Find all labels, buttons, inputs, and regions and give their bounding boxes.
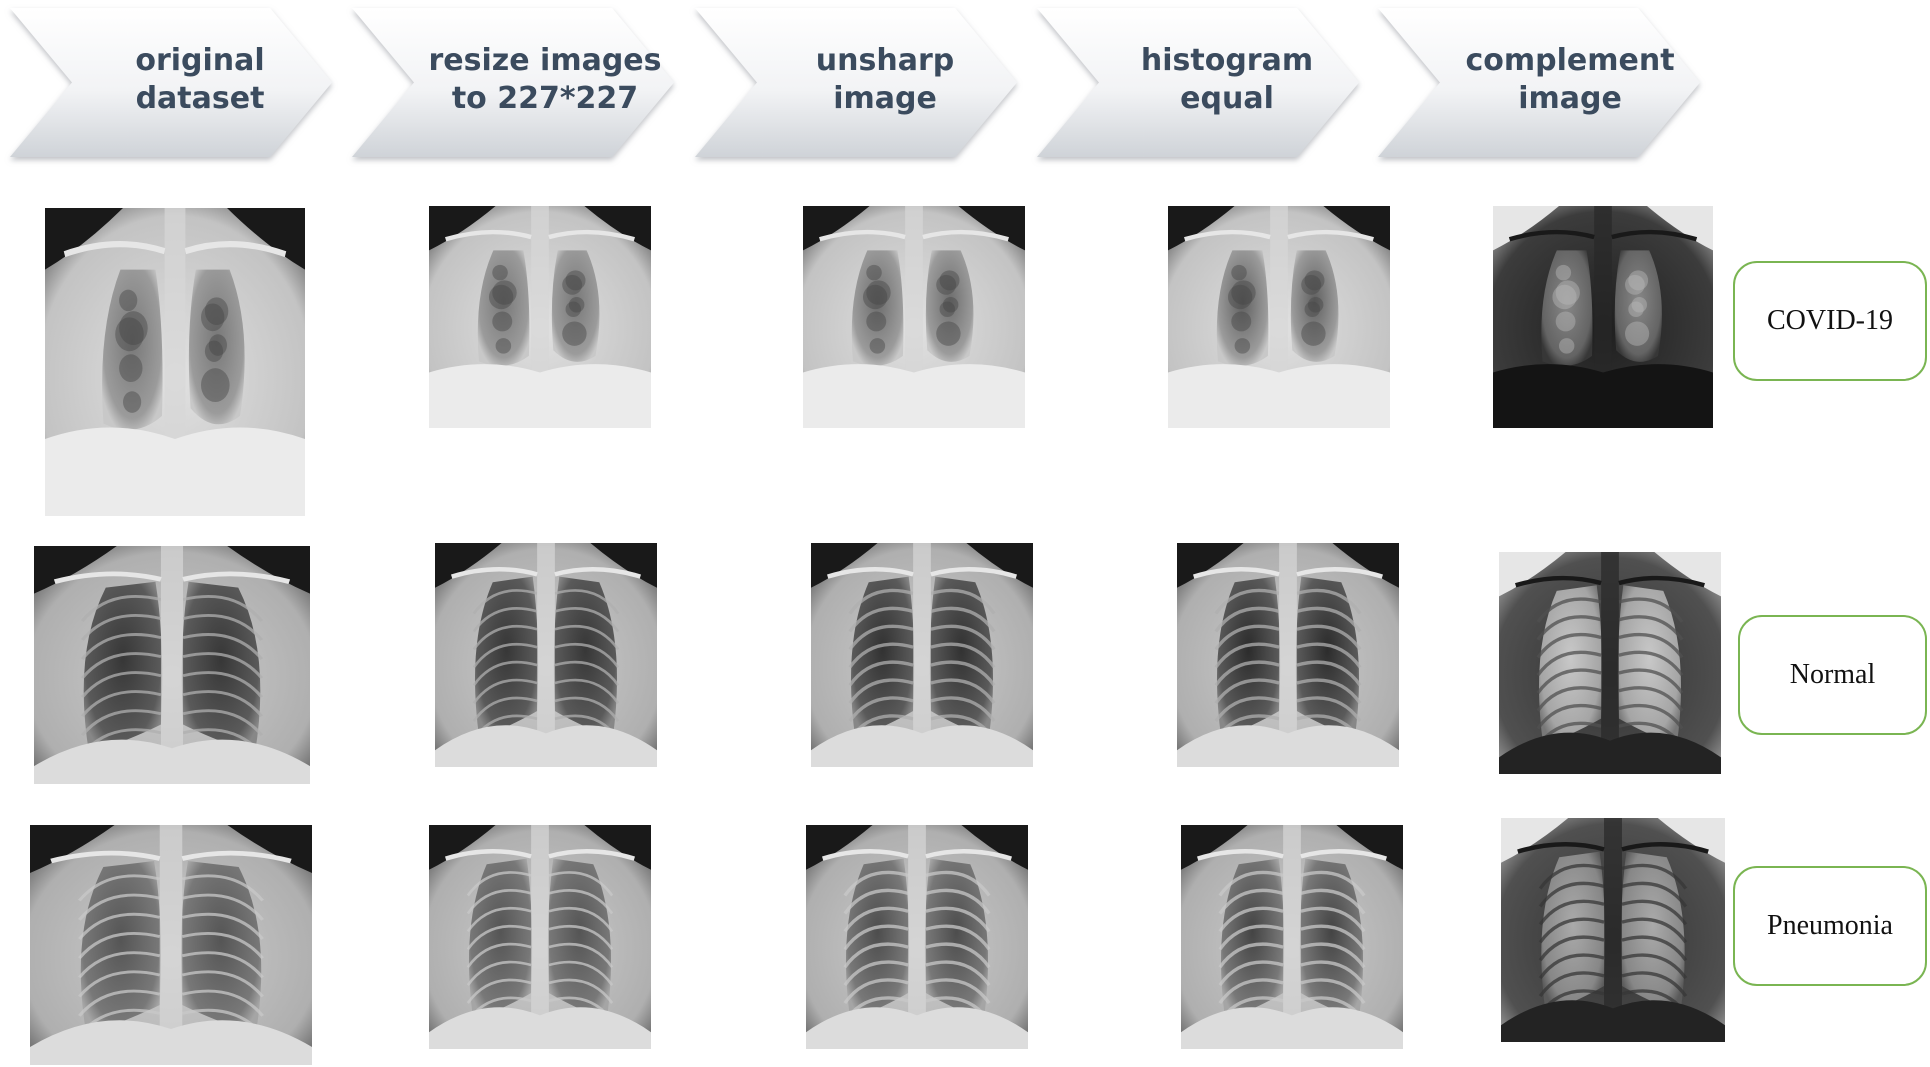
xray-normal-unsharp <box>811 543 1033 767</box>
xray-pneumonia-unsharp <box>806 825 1028 1049</box>
xray-pneumonia-complement <box>1501 818 1725 1042</box>
class-box-pneumonia: Pneumonia <box>1733 866 1927 986</box>
chevron-resize-images <box>352 8 674 157</box>
class-box-covid: COVID-19 <box>1733 261 1927 381</box>
class-box-normal: Normal <box>1738 615 1927 735</box>
xray-covid-histeq <box>1168 206 1390 428</box>
xray-normal-original <box>34 546 310 784</box>
step-resize-images: resize images to 227*227 <box>428 43 662 116</box>
xray-pneumonia-histeq <box>1181 825 1403 1049</box>
pipeline-chevrons <box>10 8 1700 157</box>
step-histogram-equal: histogram equal <box>1140 43 1314 116</box>
step-original-dataset: original dataset <box>135 43 265 116</box>
xray-normal-complement <box>1499 552 1721 774</box>
step-complement-image: complement image <box>1465 43 1675 116</box>
xray-covid-resized <box>429 206 651 428</box>
xray-pneumonia-resized <box>429 825 651 1049</box>
xray-normal-histeq <box>1177 543 1399 767</box>
chevron-original-dataset <box>10 8 332 157</box>
xray-covid-original <box>45 208 305 516</box>
xray-covid-unsharp <box>803 206 1025 428</box>
xray-normal-resized <box>435 543 657 767</box>
chevron-complement-image <box>1378 8 1700 157</box>
xray-pneumonia-original <box>30 825 312 1065</box>
chevron-histogram-equal <box>1037 8 1359 157</box>
xray-covid-complement <box>1493 206 1713 428</box>
chevron-unsharp-image <box>695 8 1017 157</box>
step-unsharp-image: unsharp image <box>815 43 955 116</box>
